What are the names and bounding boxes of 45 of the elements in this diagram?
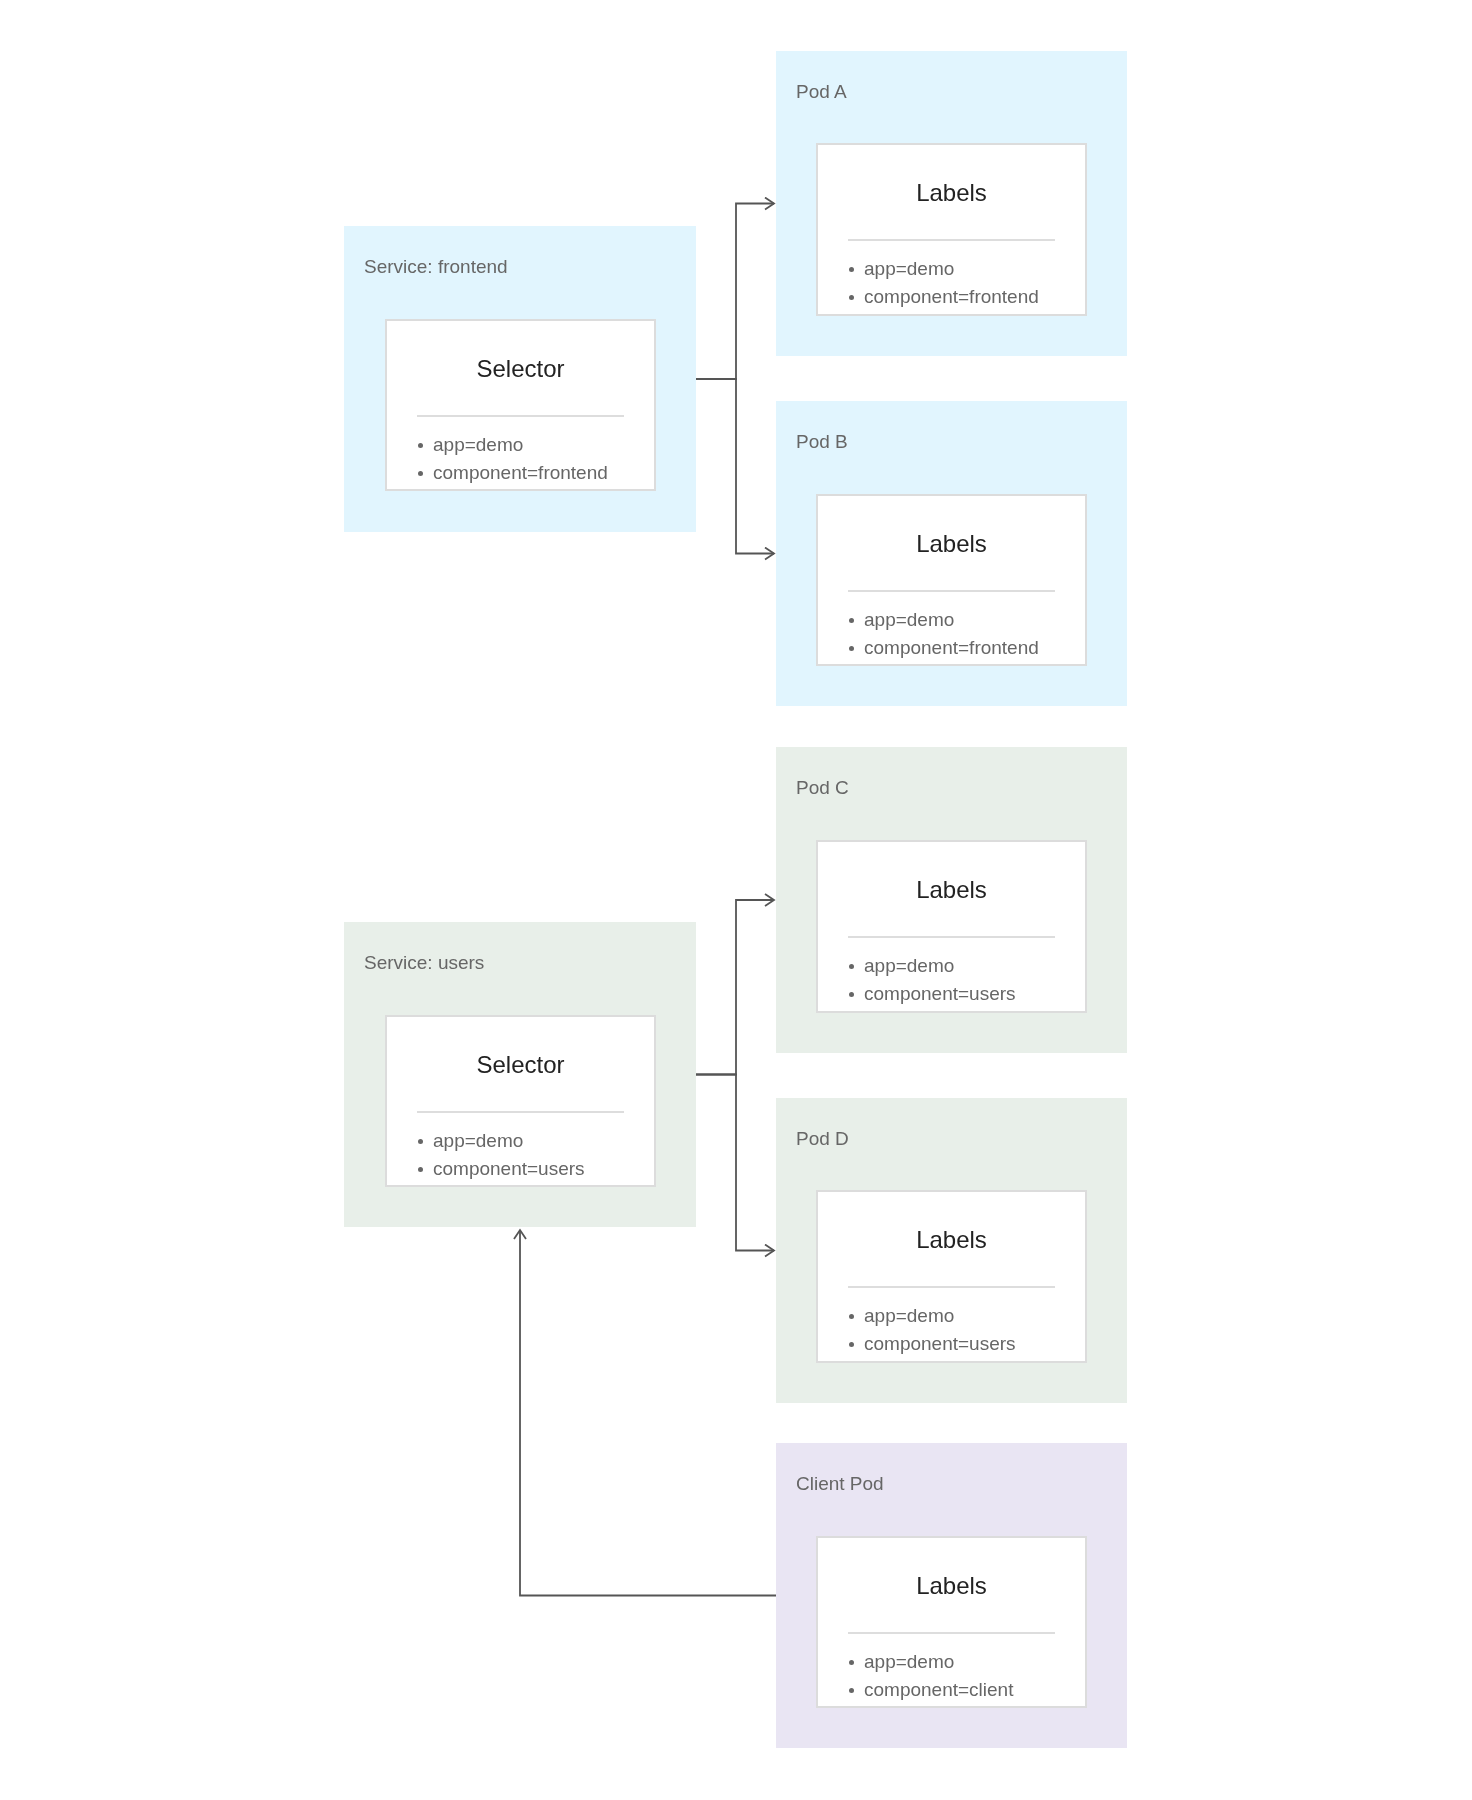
list-item: app=demo	[864, 609, 955, 630]
list-item: app=demo	[864, 1651, 955, 1672]
card-title: Labels	[915, 530, 988, 558]
list-item: component=users	[864, 983, 1016, 1004]
card-title: Selector	[475, 1051, 566, 1079]
list-item: app=demo	[433, 434, 524, 455]
list-item: app=demo	[433, 1130, 524, 1151]
label-card	[816, 494, 1087, 666]
panel-heading: Pod C	[796, 777, 849, 799]
list-item: component=users	[433, 1158, 585, 1179]
list-item: component=frontend	[433, 462, 608, 483]
pod-panel	[776, 1098, 1127, 1403]
list-item: app=demo	[864, 1305, 955, 1326]
pod-panel	[776, 401, 1127, 706]
pod-panel	[776, 1443, 1127, 1748]
list-item: component=frontend	[864, 286, 1039, 307]
card-title: Selector	[475, 355, 566, 383]
label-card	[385, 1015, 656, 1187]
list-item: component=users	[864, 1333, 1016, 1354]
label-card	[385, 319, 656, 491]
arrow	[695, 378, 775, 561]
card-title: Labels	[915, 1572, 988, 1600]
panel-heading: Pod A	[796, 81, 847, 103]
arrow	[695, 1073, 775, 1258]
list-item: app=demo	[864, 258, 955, 279]
pod-panel	[776, 51, 1127, 356]
panel-heading: Service: users	[364, 952, 485, 974]
list-item: component=frontend	[864, 637, 1039, 658]
label-card	[816, 1190, 1087, 1363]
card-title: Labels	[915, 179, 988, 207]
pod-panel	[776, 747, 1127, 1053]
panel-heading: Pod D	[796, 1128, 849, 1150]
panel-heading: Service: frontend	[364, 256, 508, 278]
panel-heading: Client Pod	[796, 1473, 884, 1495]
panel-heading: Pod B	[796, 431, 848, 453]
list-item: component=client	[864, 1679, 1014, 1700]
pod-panel	[344, 226, 696, 532]
label-card	[816, 143, 1087, 316]
label-card	[816, 1536, 1087, 1708]
list-item: app=demo	[864, 955, 955, 976]
label-card	[816, 840, 1087, 1013]
arrow	[513, 1229, 777, 1597]
card-title: Labels	[915, 876, 988, 904]
pod-panel	[344, 922, 696, 1227]
card-title: Labels	[915, 1226, 988, 1254]
